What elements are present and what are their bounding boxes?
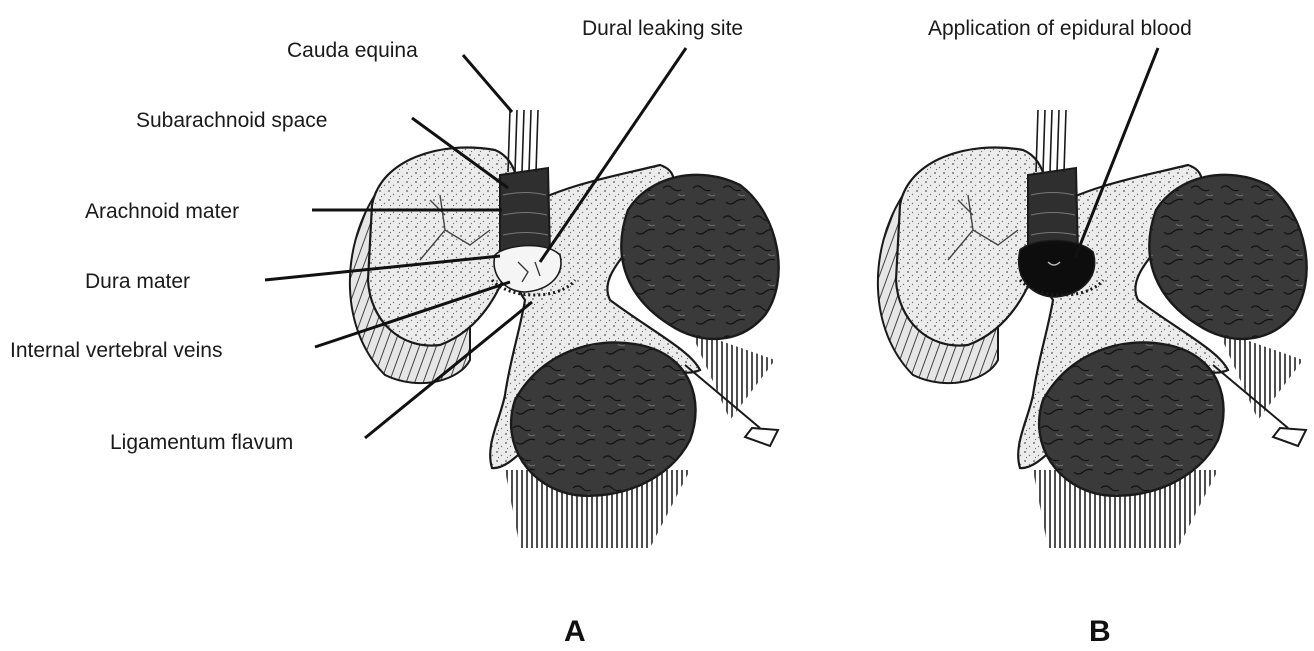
- label-arachnoid-mater: Arachnoid mater: [85, 201, 239, 222]
- panel-letter-b: B: [1089, 617, 1111, 647]
- paraspinal-muscle-upper: [1149, 175, 1306, 339]
- muscle-fibre-fringe-right: [1218, 330, 1303, 420]
- muscle-fibre-fringe-right: [690, 330, 775, 420]
- cauda-equina-rootlet: [1064, 110, 1066, 172]
- label-cauda-equina: Cauda equina: [287, 40, 418, 61]
- label-dura-mater: Dura mater: [85, 271, 190, 292]
- label-application-of-epidural-blood: Application of epidural blood: [928, 18, 1192, 39]
- vertebral-body: [368, 147, 520, 345]
- cauda-equina-rootlet: [529, 110, 531, 172]
- label-internal-vertebral-veins: Internal vertebral veins: [10, 340, 222, 361]
- cauda-equina-rootlet: [1043, 110, 1045, 172]
- epidural-needle-hub: [745, 428, 778, 446]
- cauda-equina-rootlet: [1050, 110, 1052, 172]
- label-subarachnoid-space: Subarachnoid space: [136, 110, 327, 131]
- vertebra-illustration-a: [350, 110, 779, 548]
- epidural-needle-hub: [1273, 428, 1306, 446]
- cauda-equina-rootlet: [515, 110, 517, 172]
- label-dural-leaking-site: Dural leaking site: [582, 18, 743, 39]
- leader-cauda-equina: [463, 55, 512, 112]
- cauda-equina-rootlet: [522, 110, 524, 172]
- label-ligamentum-flavum: Ligamentum flavum: [110, 432, 293, 453]
- vertebra-illustration-b: [878, 110, 1307, 548]
- panel-letter-a: A: [564, 617, 586, 647]
- paraspinal-muscle-upper: [621, 175, 778, 339]
- cauda-equina-rootlet: [1057, 110, 1059, 172]
- cauda-equina-rootlet: [536, 110, 538, 172]
